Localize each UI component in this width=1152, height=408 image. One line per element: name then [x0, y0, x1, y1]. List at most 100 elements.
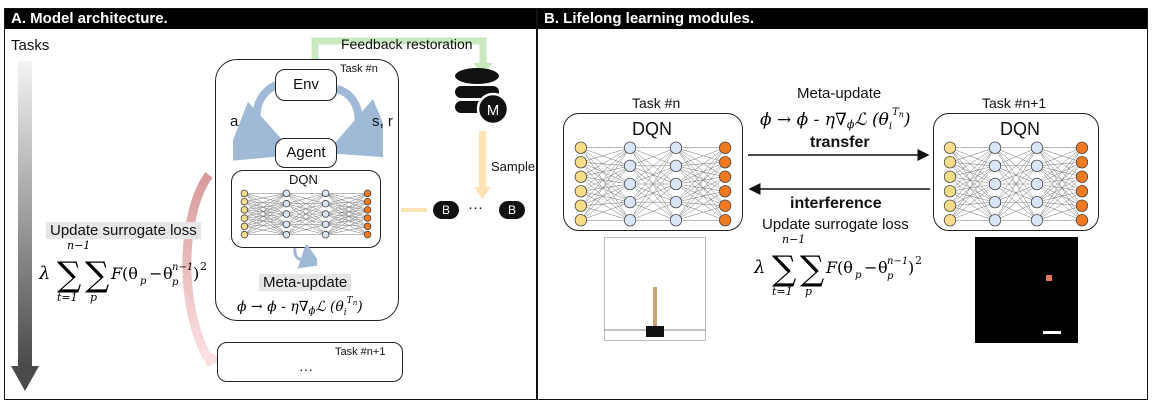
network-edge: [1036, 147, 1083, 185]
svg-text:∑: ∑: [85, 255, 109, 295]
network-node: [1030, 141, 1044, 154]
network-edge: [949, 176, 996, 185]
network-node: [719, 214, 732, 227]
network-edge: [580, 183, 631, 192]
dqn-label-a: DQN: [289, 172, 318, 187]
network-node: [943, 199, 957, 212]
network-edge: [244, 224, 287, 227]
network-node: [574, 185, 587, 198]
network-edge: [325, 193, 368, 204]
network-edge: [244, 193, 287, 204]
network-edge: [675, 162, 726, 203]
network-edge: [244, 193, 287, 227]
env-label: Env: [293, 76, 319, 93]
svg-text:ϕ → ϕ - η∇ϕℒ (θiTn): ϕ → ϕ - η∇ϕℒ (θiTn): [237, 296, 363, 318]
svg-text:F: F: [825, 258, 838, 277]
svg-text:∑: ∑: [800, 249, 824, 289]
network-edge: [1036, 191, 1083, 221]
network-edge: [244, 209, 287, 215]
network-edge: [1036, 201, 1083, 207]
network-edge: [580, 201, 631, 207]
memory-database-icon: M: [455, 68, 510, 126]
network-node: [669, 159, 683, 172]
network-edge: [244, 193, 287, 211]
network-edge: [675, 161, 726, 167]
svg-text:t=1: t=1: [57, 291, 78, 304]
network-edge: [244, 201, 287, 225]
network-node: [574, 199, 587, 212]
svg-text:n−1: n−1: [887, 256, 908, 267]
network-edge: [629, 147, 677, 167]
memory-glyph: M: [487, 102, 500, 119]
network-edge: [580, 176, 631, 203]
svg-text:(θ: (θ: [837, 258, 853, 277]
svg-text:p: p: [172, 277, 179, 288]
network-edge: [675, 201, 726, 207]
network-edge: [994, 201, 1038, 221]
dqn-label-b2: DQN: [1000, 119, 1040, 139]
network-edge: [244, 203, 287, 235]
svg-text:−: −: [149, 264, 162, 283]
network-edge: [286, 213, 326, 235]
network-node: [240, 197, 249, 206]
network-node: [988, 141, 1002, 154]
network-node: [282, 230, 291, 239]
transfer-label: transfer: [810, 134, 870, 151]
network-node: [988, 196, 1002, 209]
network-edge: [675, 205, 726, 221]
network-node: [363, 189, 372, 198]
svg-text:p: p: [887, 271, 894, 282]
network-edge: [675, 176, 726, 221]
network-node: [943, 214, 957, 227]
network-edge: [244, 217, 287, 225]
network-edge: [580, 162, 631, 185]
network-edge: [1036, 161, 1083, 167]
dqn-network-b2: [943, 141, 1089, 227]
network-edge: [675, 165, 726, 192]
batch-to-dqn-connector: [401, 208, 427, 212]
network-edge: [949, 165, 996, 177]
svg-text:n−1: n−1: [782, 233, 805, 246]
network-edge: [244, 193, 287, 215]
network-edge: [675, 183, 726, 221]
network-edge: [1036, 165, 1083, 177]
network-node: [321, 220, 330, 229]
dqn-network-a: [240, 189, 372, 239]
network-edge: [580, 147, 631, 167]
network-edge: [629, 165, 677, 221]
network-edge: [244, 193, 287, 202]
network-node: [1075, 185, 1089, 198]
network-edge: [325, 224, 368, 235]
network-node: [321, 199, 330, 208]
network-edge: [325, 203, 368, 219]
task-n1-label-b: Task #n+1: [982, 95, 1047, 111]
svg-text:n−1: n−1: [172, 262, 193, 273]
network-edge: [580, 147, 631, 163]
network-node: [363, 222, 372, 231]
network-node: [363, 214, 372, 222]
network-node: [669, 177, 683, 191]
network-edge: [949, 201, 996, 207]
svg-text:λ: λ: [753, 257, 765, 278]
network-edge: [580, 162, 631, 203]
network-edge: [1036, 176, 1083, 185]
network-node: [1075, 156, 1089, 169]
network-edge: [244, 226, 287, 235]
network-node: [321, 189, 330, 198]
meta-update-formula-a: ϕ → ϕ - η∇ϕℒ (θiTn): [237, 296, 363, 318]
network-edge: [949, 162, 996, 221]
network-edge: [244, 217, 287, 235]
network-edge: [580, 176, 631, 185]
network-edge: [580, 147, 631, 221]
network-edge: [325, 193, 368, 211]
cartpole-game-thumbnail: [604, 237, 706, 341]
network-node: [719, 170, 732, 183]
network-node: [943, 185, 957, 198]
network-edge: [325, 203, 368, 235]
network-node: [669, 196, 683, 209]
network-node: [574, 141, 587, 154]
network-edge: [1036, 162, 1083, 221]
env-box: Env: [275, 69, 337, 101]
network-edge: [325, 201, 368, 225]
network-edge: [949, 147, 996, 167]
